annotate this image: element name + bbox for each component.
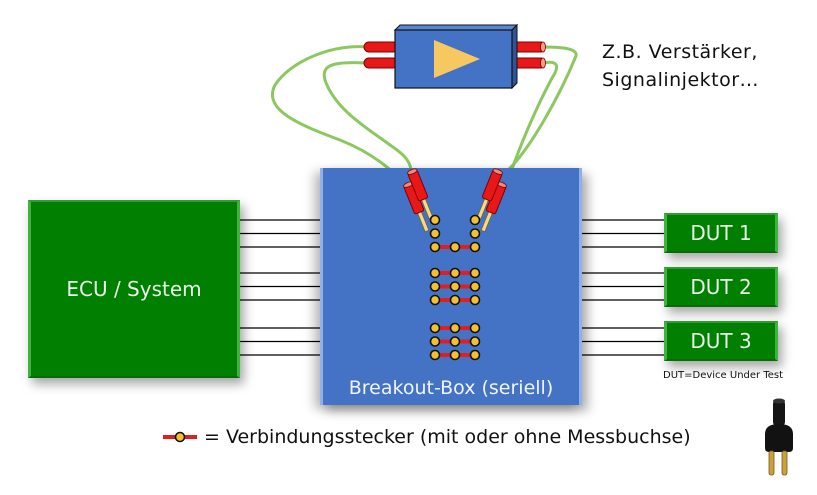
amplifier-note-line-2: Signalinjektor… bbox=[602, 69, 760, 91]
patch-cable-left-outer bbox=[271, 45, 410, 192]
dut-3-box: DUT 3 bbox=[664, 321, 778, 361]
legend-text: = Verbindungsstecker (mit oder ohne Mess… bbox=[204, 426, 691, 448]
dut-definition-note: DUT=Device Under Test bbox=[663, 370, 784, 381]
dut-3-label: DUT 3 bbox=[690, 329, 752, 353]
dut-1-label: DUT 1 bbox=[690, 221, 752, 245]
patch-cable-left-inner bbox=[322, 61, 413, 172]
patch-cable-right-outer bbox=[504, 45, 578, 174]
breakout-box-label: Breakout-Box (seriell) bbox=[348, 377, 554, 399]
amplifier-note-line-1: Z.B. Verstärker, bbox=[602, 41, 758, 63]
ecu-system-box: ECU / System bbox=[28, 200, 240, 378]
patch-cables bbox=[271, 45, 578, 194]
dut-2-box: DUT 2 bbox=[664, 267, 778, 307]
legend: = Verbindungsstecker (mit oder ohne Mess… bbox=[162, 426, 691, 448]
connector-legend-icon bbox=[163, 431, 197, 443]
dut-1-box: DUT 1 bbox=[664, 213, 778, 253]
dut-2-label: DUT 2 bbox=[690, 275, 752, 299]
ecu-label: ECU / System bbox=[66, 277, 202, 301]
patch-cable-right-inner bbox=[502, 60, 559, 194]
amplifier-note: Z.B. Verstärker, Signalinjektor… bbox=[602, 38, 759, 94]
breakout-box: Breakout-Box (seriell) bbox=[320, 168, 582, 405]
